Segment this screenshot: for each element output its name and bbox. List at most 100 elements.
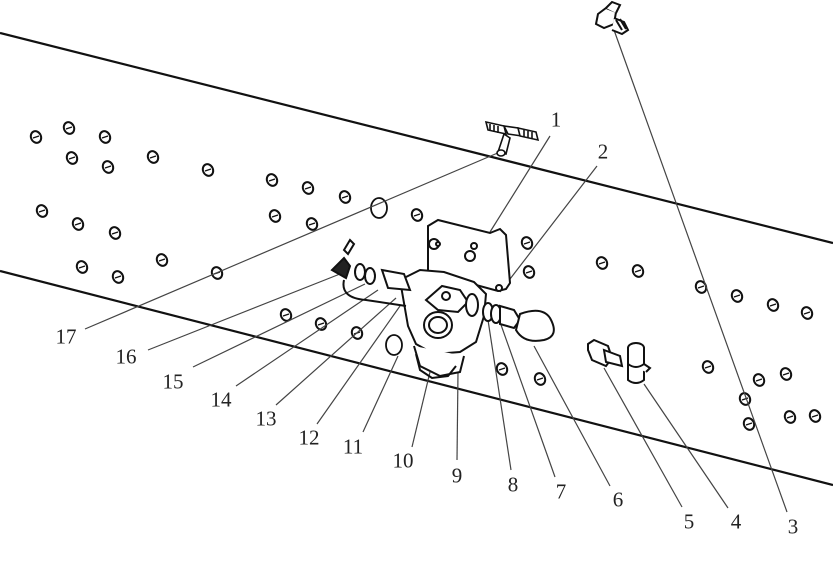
mounting-hole bbox=[265, 173, 279, 187]
leader-line-2 bbox=[499, 165, 598, 293]
mounting-hole-slot bbox=[803, 311, 811, 315]
mounting-hole bbox=[101, 160, 115, 174]
mounting-hole-slot bbox=[65, 126, 73, 130]
mounting-hole-slot bbox=[741, 397, 749, 401]
mounting-hole-slot bbox=[755, 378, 763, 382]
mounting-hole-slot bbox=[811, 414, 819, 418]
mounting-hole bbox=[98, 130, 112, 144]
mounting-hole-slot bbox=[733, 294, 741, 298]
mounting-hole bbox=[111, 270, 125, 284]
mounting-hole-slot bbox=[634, 269, 642, 273]
mounting-hole bbox=[268, 209, 282, 223]
leader-line-17 bbox=[84, 151, 501, 330]
mounting-hole bbox=[301, 181, 315, 195]
mounting-hole bbox=[108, 226, 122, 240]
mounting-hole bbox=[783, 410, 797, 424]
leader-line-11 bbox=[362, 355, 399, 433]
mounting-hole bbox=[29, 130, 43, 144]
mounting-hole-slot bbox=[523, 241, 531, 245]
mounting-hole-slot bbox=[38, 209, 46, 213]
part-valve-body bbox=[330, 218, 555, 380]
callout-label-5: 5 bbox=[683, 509, 695, 534]
leader-line-13 bbox=[275, 297, 397, 406]
mounting-hole-slot bbox=[317, 322, 325, 326]
mounting-hole-slot bbox=[32, 135, 40, 139]
callout-label-17: 17 bbox=[55, 324, 77, 349]
mounting-hole-slot bbox=[271, 214, 279, 218]
callout-label-1: 1 bbox=[550, 107, 562, 132]
mounting-hole-slot bbox=[78, 265, 86, 269]
mounting-hole-slot bbox=[413, 213, 421, 217]
mounting-hole bbox=[742, 417, 756, 431]
mounting-hole bbox=[62, 121, 76, 135]
leader-line-14 bbox=[235, 289, 379, 387]
mounting-hole-slot bbox=[525, 270, 533, 274]
mounting-hole-slot bbox=[598, 261, 606, 265]
callout-label-12: 12 bbox=[298, 425, 320, 450]
mounting-hole bbox=[595, 256, 609, 270]
callout-label-14: 14 bbox=[210, 387, 232, 412]
mounting-hole-slot bbox=[782, 372, 790, 376]
callout-label-16: 16 bbox=[115, 344, 137, 369]
mounting-hole-slot bbox=[74, 222, 82, 226]
mounting-hole-slot bbox=[308, 222, 316, 226]
mounting-hole bbox=[314, 317, 328, 331]
mounting-hole bbox=[752, 373, 766, 387]
leader-lines bbox=[84, 29, 788, 513]
mounting-holes bbox=[29, 121, 822, 431]
mounting-hole bbox=[75, 260, 89, 274]
mounting-hole bbox=[631, 264, 645, 278]
mounting-hole bbox=[350, 326, 364, 340]
leader-line-7 bbox=[499, 321, 556, 478]
mounting-hole-slot bbox=[158, 258, 166, 262]
mounting-hole bbox=[338, 190, 352, 204]
leader-line-15 bbox=[192, 283, 366, 368]
leader-line-6 bbox=[533, 345, 611, 487]
mounting-hole-slot bbox=[282, 313, 290, 317]
part-tee-fitting bbox=[484, 120, 540, 157]
leader-line-9 bbox=[456, 371, 459, 461]
callout-label-6: 6 bbox=[612, 487, 624, 512]
callout-label-9: 9 bbox=[451, 463, 463, 488]
callout-label-7: 7 bbox=[555, 479, 567, 504]
mounting-hole-slot bbox=[304, 186, 312, 190]
mounting-hole bbox=[766, 298, 780, 312]
leader-line-10 bbox=[411, 371, 431, 448]
panel-top-edge bbox=[0, 31, 833, 245]
leader-line-5 bbox=[603, 367, 683, 508]
o-ring-upper bbox=[370, 197, 388, 219]
mounting-hole-slot bbox=[498, 367, 506, 371]
mounting-hole-slot bbox=[704, 365, 712, 369]
leader-line-1 bbox=[489, 135, 551, 233]
mounting-hole-slot bbox=[111, 231, 119, 235]
mounting-hole bbox=[410, 208, 424, 222]
mounting-hole-slot bbox=[149, 155, 157, 159]
mounting-hole bbox=[779, 367, 793, 381]
mounting-hole bbox=[808, 409, 822, 423]
mounting-hole bbox=[701, 360, 715, 374]
mounting-hole bbox=[305, 217, 319, 231]
mounting-hole-slot bbox=[68, 156, 76, 160]
callout-label-13: 13 bbox=[255, 406, 277, 431]
callout-label-10: 10 bbox=[392, 448, 414, 473]
mounting-hole bbox=[730, 289, 744, 303]
leader-line-16 bbox=[147, 271, 346, 351]
mounting-hole-slot bbox=[697, 285, 705, 289]
leader-line-8 bbox=[487, 319, 512, 471]
mounting-hole-slot bbox=[769, 303, 777, 307]
callout-label-3: 3 bbox=[787, 514, 799, 539]
callout-label-15: 15 bbox=[162, 369, 184, 394]
mounting-hole bbox=[738, 392, 752, 406]
mounting-hole bbox=[520, 236, 534, 250]
mounting-hole-slot bbox=[104, 165, 112, 169]
mounting-hole bbox=[71, 217, 85, 231]
callout-label-2: 2 bbox=[597, 139, 609, 164]
mounting-hole bbox=[495, 362, 509, 376]
mounting-hole bbox=[35, 204, 49, 218]
o-ring-lower bbox=[385, 334, 403, 356]
mounting-hole-slot bbox=[786, 415, 794, 419]
mounting-hole-slot bbox=[101, 135, 109, 139]
mounting-hole bbox=[65, 151, 79, 165]
